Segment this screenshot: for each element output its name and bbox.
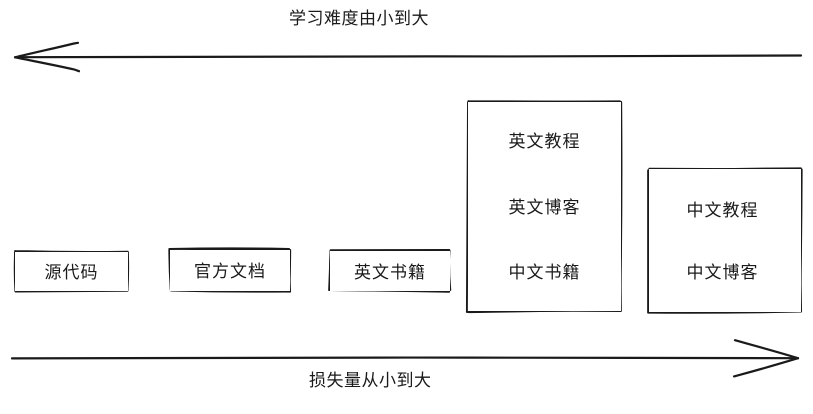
node-english-tutorial[interactable]: 英文教程 [488, 122, 601, 158]
node-source-code[interactable]: 源代码 [15, 252, 128, 291]
top-left-arrow [13, 41, 803, 73]
top-axis-label: 学习难度由小到大 [289, 9, 429, 29]
node-label: 中文博客 [686, 262, 759, 283]
node-label: 英文博客 [508, 198, 581, 218]
bottom-axis-label: 损失量从小到大 [309, 371, 432, 391]
node-label: 官方文档 [194, 262, 266, 282]
node-label: 英文教程 [508, 131, 581, 152]
node-chinese-blog[interactable]: 中文博客 [663, 252, 782, 290]
node-label: 中文书籍 [508, 262, 581, 283]
bottom-right-arrow [10, 339, 800, 378]
node-english-blog[interactable]: 英文博客 [488, 188, 601, 225]
node-label: 源代码 [44, 263, 99, 283]
node-label: 中文教程 [686, 200, 759, 221]
node-label: 英文书籍 [354, 262, 426, 283]
node-chinese-tutorial[interactable]: 中文教程 [663, 190, 782, 228]
node-official-docs[interactable]: 官方文档 [170, 250, 290, 291]
node-chinese-books[interactable]: 中文书籍 [488, 252, 601, 290]
node-english-books[interactable]: 英文书籍 [330, 251, 450, 291]
